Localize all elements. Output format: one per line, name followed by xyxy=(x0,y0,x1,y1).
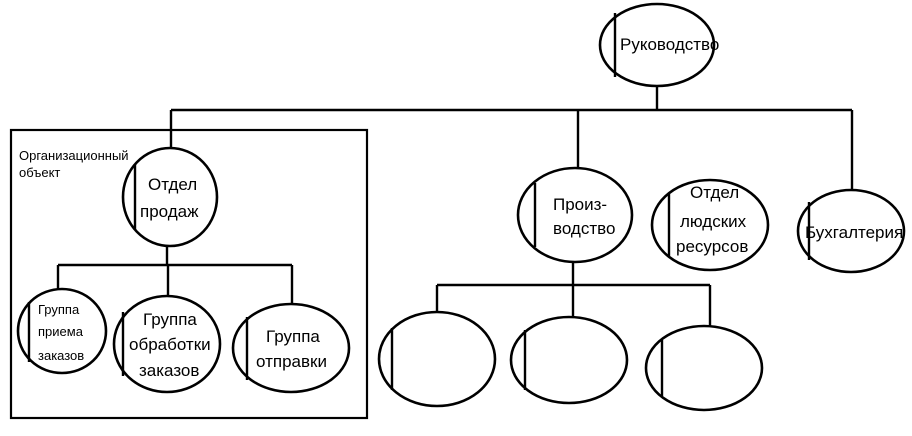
node-sales-label-line-1: Отдел xyxy=(148,175,197,194)
node-production-label-line-1: Произ- xyxy=(553,195,607,214)
node-shipping-label-line-2: отправки xyxy=(256,352,327,371)
frame-label-line-2: объект xyxy=(19,165,60,180)
organizational-object-frame xyxy=(9,128,369,420)
node-hr-label-line-3: ресурсов xyxy=(676,237,748,256)
node-order-processing-label-line-1: Группа xyxy=(143,310,197,329)
frame-label-line-1: Организационный xyxy=(19,148,129,163)
node-production-unit-1 xyxy=(377,310,497,408)
node-order-processing-label-line-2: обработки xyxy=(129,335,211,354)
node-sales-label-line-2: продаж xyxy=(140,202,199,221)
node-accounting: Бухгалтерия xyxy=(796,188,906,274)
node-hr: Отдел людских ресурсов xyxy=(650,178,770,272)
node-order-processing-label-line-3: заказов xyxy=(139,361,199,380)
node-order-intake-label-line-1: Группа xyxy=(38,302,80,317)
node-hr-label-line-1: Отдел xyxy=(690,183,739,202)
node-shipping-group: Группа отправки xyxy=(231,302,351,394)
node-root-label: Руководство xyxy=(620,35,719,54)
node-order-intake-label-line-3: заказов xyxy=(38,348,84,363)
connectors xyxy=(56,86,854,327)
node-shipping-label-line-1: Группа xyxy=(266,327,320,346)
node-accounting-label: Бухгалтерия xyxy=(805,223,903,242)
node-production: Произ- водство xyxy=(516,166,634,264)
node-order-intake-group: Группа приема заказов xyxy=(16,287,108,375)
node-production-unit-2 xyxy=(509,315,629,405)
node-order-processing-group: Группа обработки заказов xyxy=(112,294,222,394)
node-production-label-line-2: водство xyxy=(553,219,615,238)
node-hr-label-line-2: людских xyxy=(680,212,747,231)
node-sales: Отдел продаж xyxy=(121,146,219,248)
node-production-unit-3 xyxy=(644,324,764,412)
node-root: Руководство xyxy=(598,2,719,88)
node-order-intake-label-line-2: приема xyxy=(38,324,84,339)
